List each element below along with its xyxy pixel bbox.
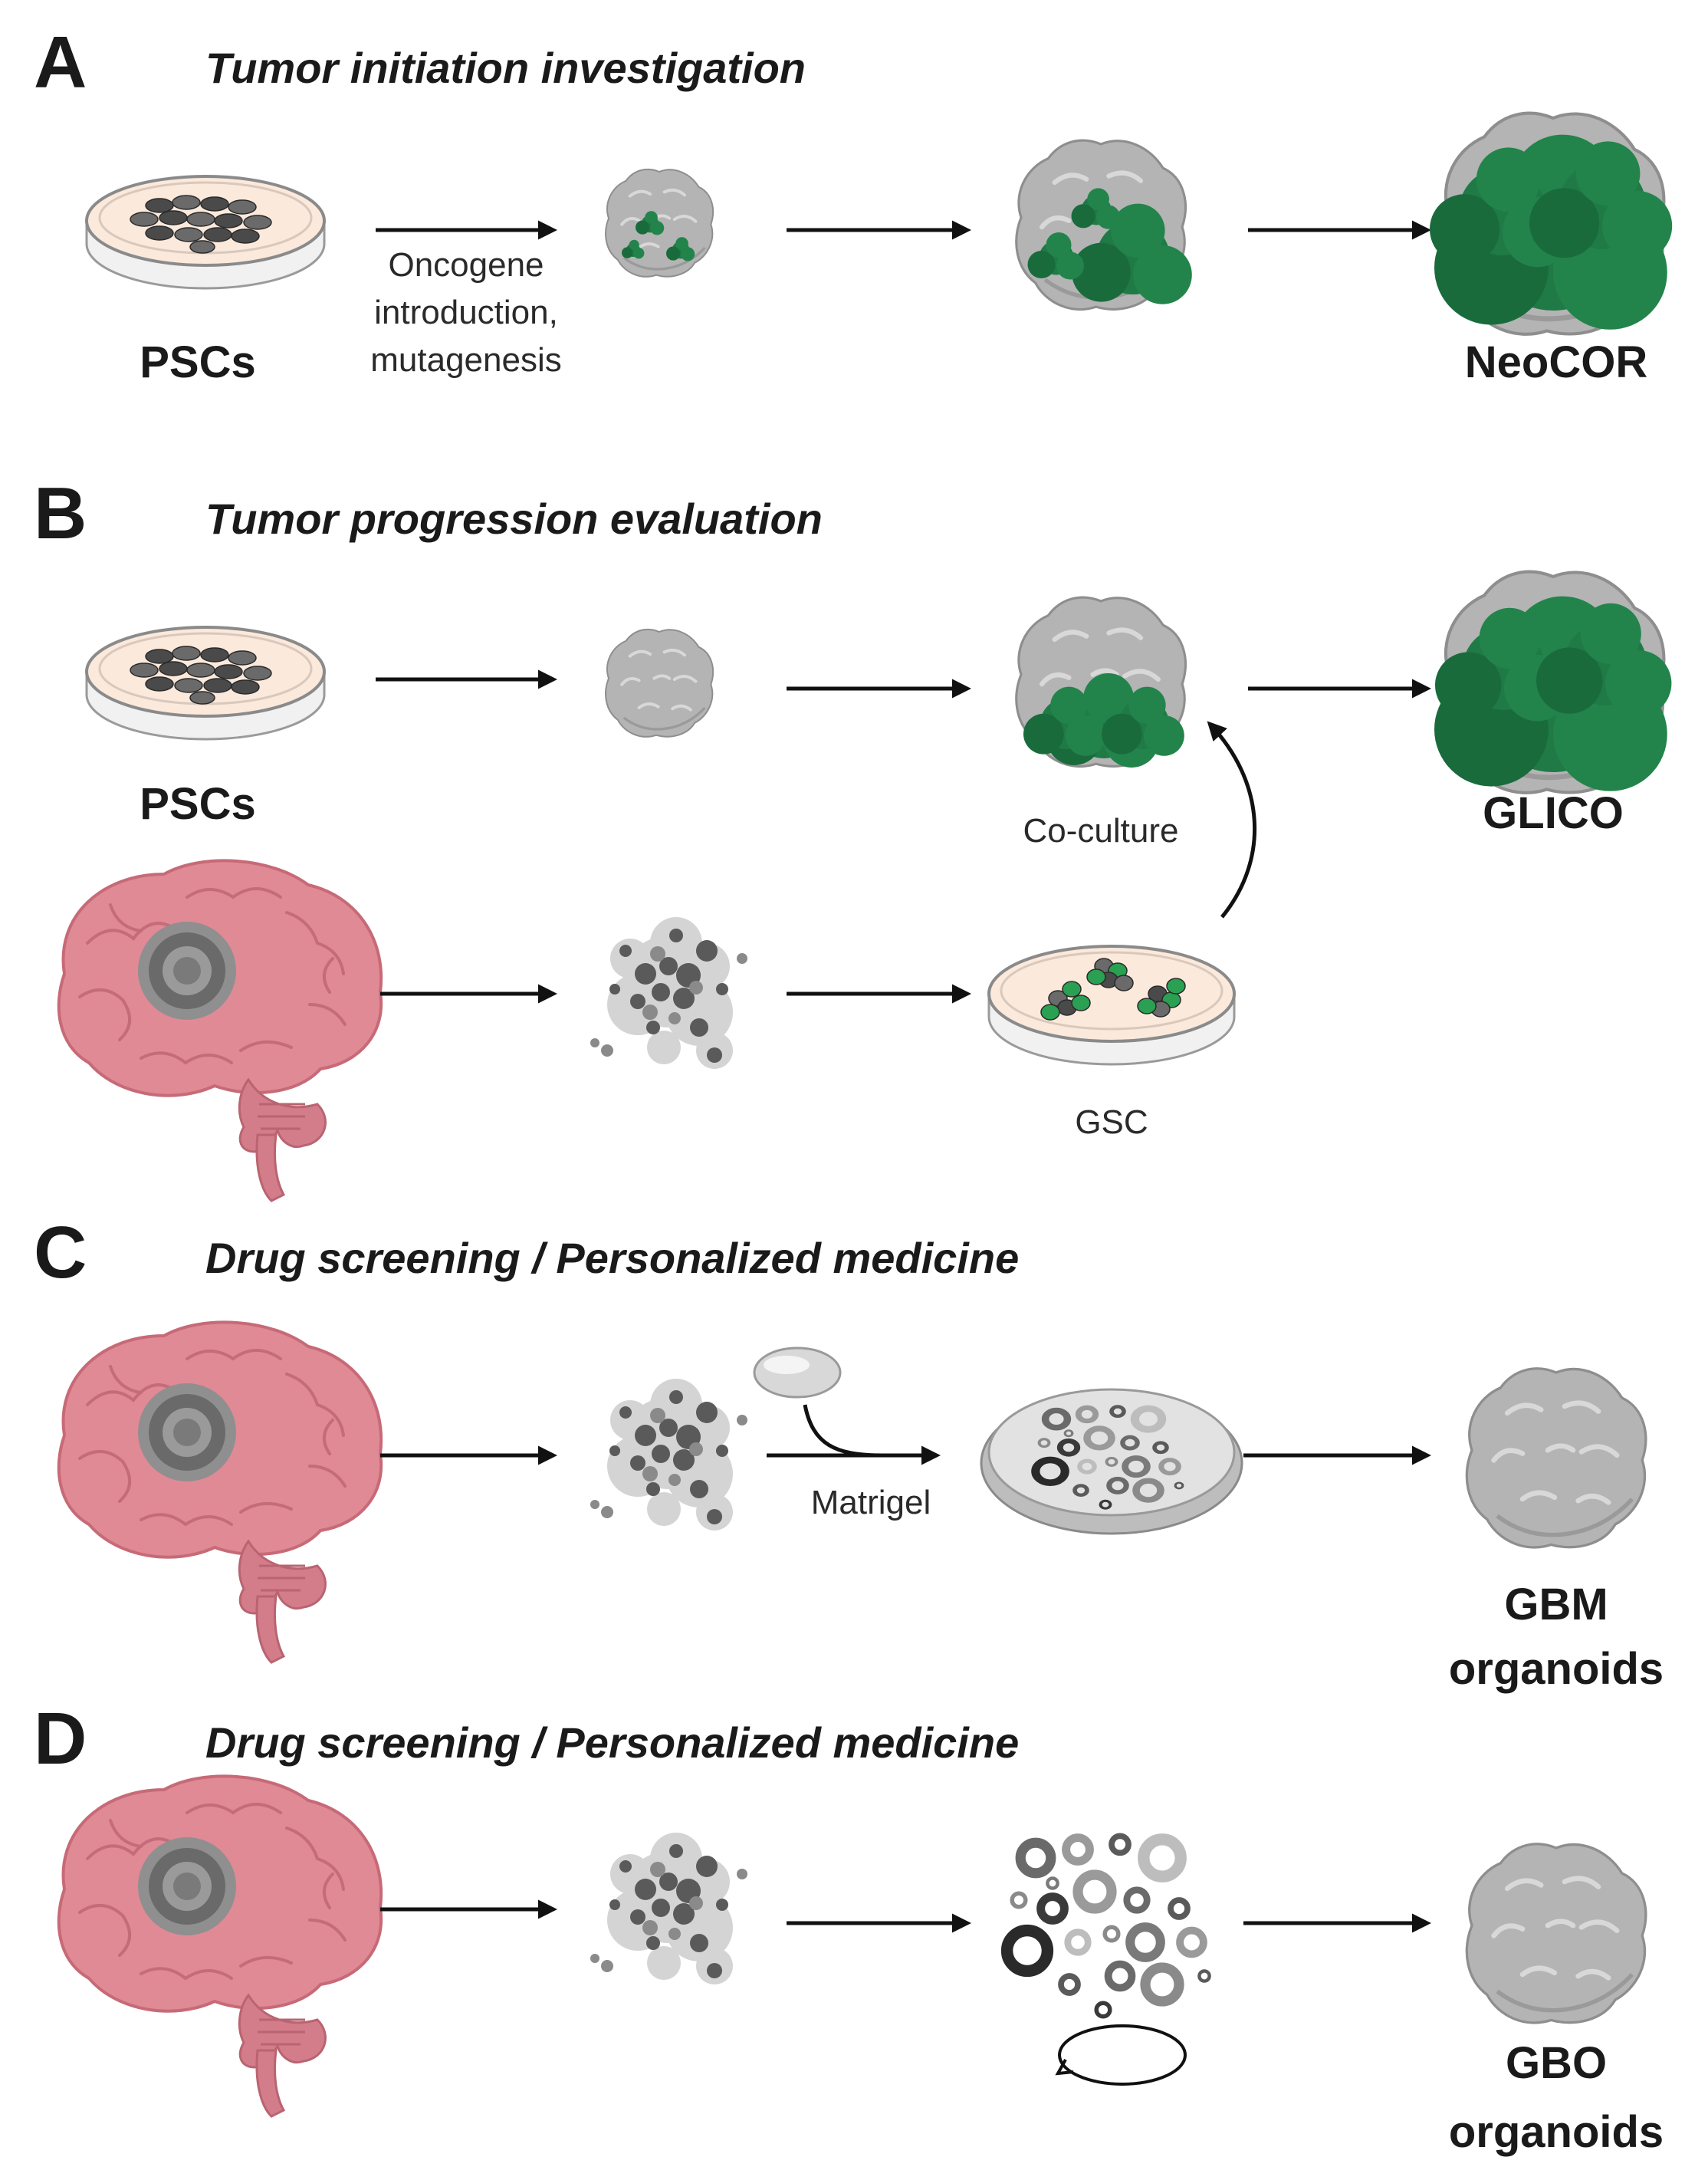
brain-icon (57, 859, 383, 1202)
panel-c-letter: C (34, 1212, 87, 1294)
panel-a-letter: A (34, 21, 87, 104)
panel-a-step-line-1: Oncogene (388, 246, 544, 284)
glico-organoid-icon (1434, 572, 1672, 793)
gsc-dish-icon (987, 945, 1236, 1066)
matrigel-droplet-icon (753, 1346, 842, 1399)
panel-a-result-label: NeoCOR (1465, 337, 1647, 387)
panel-a-step-line-2: introduction, (374, 294, 558, 331)
coculture-arrow (1207, 721, 1257, 919)
dissociated-cells-icon (590, 917, 747, 1069)
rotation-icon (1055, 2024, 1187, 2086)
panel-d-title: Drug screening / Personalized medicine (205, 1718, 1019, 1767)
panel-b: B Tumor progression evaluation PSCs GLIC… (34, 472, 1672, 1202)
neocor-organoid-icon (1430, 113, 1673, 334)
panel-b-gsc-label: GSC (1075, 1103, 1148, 1141)
panel-d-result-line-1: GBO (1506, 2038, 1607, 2088)
panel-a: A Tumor initiation investigation PSCs On… (34, 21, 1673, 387)
panel-a-psc-label: PSCs (140, 337, 256, 387)
psc-dish-icon (85, 175, 326, 290)
panel-a-title: Tumor initiation investigation (205, 44, 806, 92)
dissociated-cells-icon (590, 1379, 747, 1531)
brain-icon (57, 1774, 383, 2118)
small-organoid-icon (604, 627, 715, 738)
free-floating-organoids-icon (1007, 1836, 1210, 2016)
panel-d: D Drug screening / Personalized medicine… (34, 1698, 1664, 2157)
small-organoid-icon (604, 167, 715, 278)
gbm-organoid-icon (1467, 1369, 1645, 1547)
panel-b-letter: B (34, 472, 87, 554)
panel-b-psc-label: PSCs (140, 779, 256, 829)
panel-b-result-label: GLICO (1483, 788, 1624, 838)
brain-icon (57, 1320, 383, 1664)
panel-c-result-line-1: GBM (1504, 1580, 1608, 1629)
panel-b-coculture-label: Co-culture (1023, 812, 1179, 850)
panel-c: C Drug screening / Personalized medicine… (34, 1212, 1664, 1694)
gbo-organoid-icon (1467, 1844, 1645, 2023)
panel-b-title: Tumor progression evaluation (205, 495, 823, 543)
growing-tumour-organoid-icon (1017, 140, 1192, 309)
matrigel-dome-icon (980, 1388, 1243, 1535)
matrigel-curve (803, 1404, 882, 1458)
dissociated-cells-icon (590, 1833, 747, 1984)
panel-d-letter: D (34, 1698, 87, 1780)
glico-forming-organoid-icon (1017, 597, 1186, 768)
panel-a-step-line-3: mutagenesis (370, 341, 561, 379)
psc-dish-icon (85, 626, 326, 741)
panel-c-title: Drug screening / Personalized medicine (205, 1234, 1019, 1282)
panel-c-result-line-2: organoids (1449, 1644, 1664, 1694)
panel-d-result-line-2: organoids (1449, 2107, 1664, 2157)
panel-c-matrigel-label: Matrigel (811, 1484, 931, 1521)
